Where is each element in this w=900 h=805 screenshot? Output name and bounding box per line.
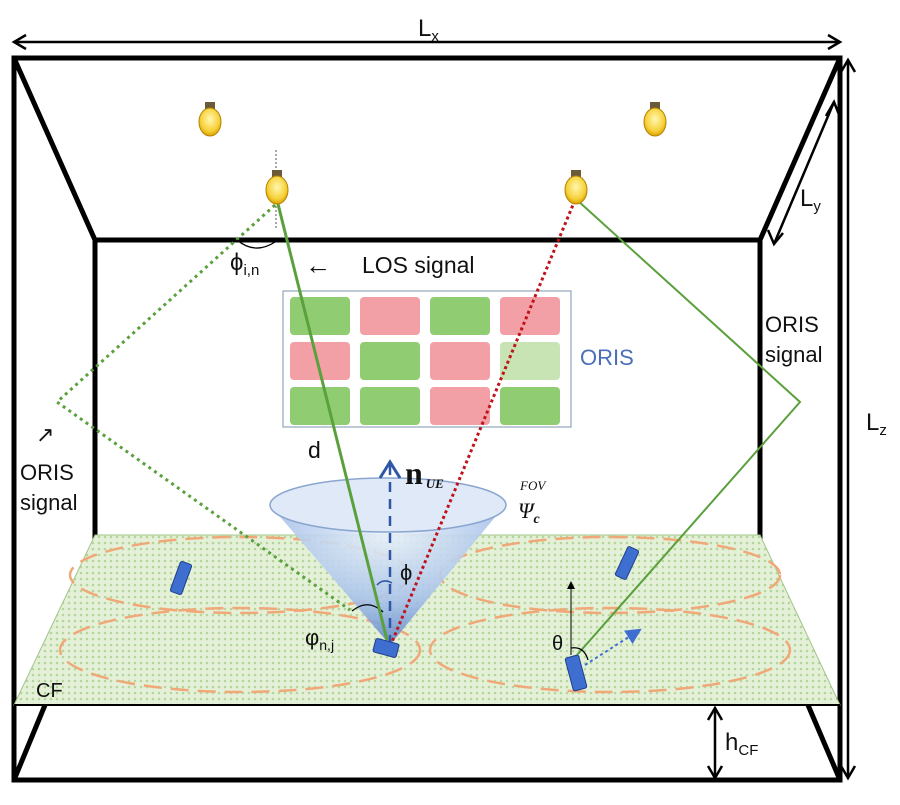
- ly-arrow-top: [824, 99, 842, 118]
- oris-cell-red: [430, 342, 490, 380]
- cone-body: [270, 505, 505, 645]
- phi-in-label: ϕi,n: [230, 249, 259, 279]
- coverage-ellipse: [58, 606, 422, 694]
- signal-paths: [54, 150, 802, 656]
- red-dotted-line: [390, 199, 577, 643]
- dimension-arrows: [11, 33, 857, 781]
- lx-arrow-left: [11, 33, 27, 51]
- psi-label: Ψc: [518, 498, 540, 527]
- phone-icon: [564, 654, 588, 692]
- theta-label: θ: [552, 633, 563, 655]
- cone-top: [269, 477, 507, 533]
- los-arrow: ←: [305, 250, 331, 280]
- oris-cell-green: [500, 387, 560, 425]
- lz-label: Lz: [866, 409, 887, 439]
- oris-cell-red: [430, 387, 490, 425]
- phone-icon: [372, 638, 400, 658]
- oris-cell-light-green: [500, 342, 560, 380]
- coverage-ellipse: [428, 606, 792, 694]
- hcf-arrow-top: [706, 705, 724, 721]
- oris-panel: [282, 290, 572, 428]
- cf-label: CF: [36, 680, 63, 702]
- oris-signal-right-line1: ORIS: [765, 312, 819, 337]
- lz-arrow-bottom: [839, 765, 857, 781]
- edge-top-right: [757, 56, 843, 242]
- coverage-ellipses: [58, 535, 792, 694]
- ly-arrow-bottom: [766, 229, 784, 247]
- oris-path-left: [54, 203, 351, 612]
- bulb-icon: [643, 102, 667, 137]
- phi-in-arc: [236, 239, 276, 249]
- varphi-label: φn,j: [305, 625, 334, 653]
- lz-arrow-top: [839, 57, 857, 73]
- phi-label: ϕ: [400, 560, 412, 585]
- bulb-icon: [265, 170, 289, 205]
- cf-plane: [13, 534, 841, 706]
- oris-signal-left-arrow: ↗: [36, 422, 54, 447]
- ue-normal-arrowhead: [378, 459, 402, 479]
- oris-signal-right-line2: signal: [765, 342, 822, 367]
- oris-cell-red: [500, 297, 560, 335]
- hcf-arrow-bottom: [706, 765, 724, 781]
- los-signal-label: LOS signal: [362, 252, 475, 278]
- hcf-label: hCF: [725, 729, 758, 759]
- lx-label: Lx: [418, 15, 439, 45]
- outer-box: [11, 55, 843, 783]
- oris-cell-green: [290, 297, 350, 335]
- phone-icon: [169, 560, 193, 596]
- oris-label: ORIS: [580, 345, 634, 370]
- bulb-icon: [564, 170, 588, 205]
- oris-cell-red: [290, 342, 350, 380]
- oris-cells: [290, 297, 560, 425]
- theta-arc: [570, 647, 589, 661]
- phone-icon: [614, 546, 640, 580]
- bulb-icon: [198, 102, 222, 137]
- user-devices: [169, 546, 642, 692]
- labels: Lx Ly Lz hCF ϕi,n ← LOS signal ORIS ORIS…: [20, 15, 887, 759]
- fov-cone: [269, 459, 507, 645]
- oris-cell-green: [360, 342, 420, 380]
- bulbs: [198, 102, 667, 205]
- oris-signal-left-line2: signal: [20, 490, 77, 515]
- device-orientation-arrow: [584, 628, 642, 666]
- fov-superscript: FOV: [519, 478, 547, 493]
- d-label: d: [308, 437, 321, 463]
- ly-label: Ly: [800, 185, 821, 215]
- edge-bottom-right: [805, 704, 843, 781]
- oris-signal-left-line1: ORIS: [20, 460, 74, 485]
- los-line-d: [275, 199, 389, 641]
- oris-cell-red: [360, 297, 420, 335]
- ly-arrow-line: [772, 101, 836, 245]
- phi-arc: [376, 580, 393, 586]
- lx-arrow-right: [827, 33, 843, 51]
- oris-cell-green: [290, 387, 350, 425]
- oris-cell-green: [360, 387, 420, 425]
- oris-path-right: [576, 199, 802, 656]
- edge-bottom-left: [11, 704, 48, 781]
- oris-cell-green: [430, 297, 490, 335]
- edge-top-left: [11, 56, 98, 242]
